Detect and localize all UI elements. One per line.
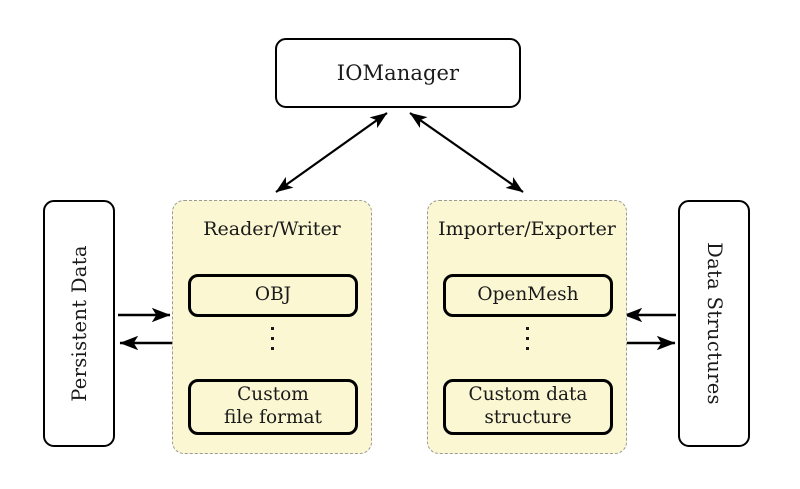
group-reader-writer[interactable]: Reader/Writer OBJ Custom file format (172, 200, 372, 454)
iomanager-node[interactable]: IOManager (275, 38, 521, 108)
item-custom-file-format-label: Custom file format (224, 384, 322, 429)
item-openmesh[interactable]: OpenMesh (443, 274, 613, 317)
ellipsis-dot (270, 327, 274, 330)
group-reader-writer-title: Reader/Writer (203, 218, 341, 240)
item-custom-data-structure[interactable]: Custom data structure (443, 379, 613, 435)
item-obj-label: OBJ (254, 284, 292, 306)
item-openmesh-label: OpenMesh (477, 284, 579, 306)
ellipsis-dot (525, 327, 529, 330)
ellipsis-reader-writer (173, 327, 371, 350)
ellipsis-dot (525, 337, 529, 340)
item-line-1: Custom data (468, 384, 588, 406)
group-importer-exporter[interactable]: Importer/Exporter OpenMesh Custom data s… (427, 200, 627, 454)
item-line-2: structure (484, 407, 572, 428)
item-custom-data-structure-label: Custom data structure (469, 384, 588, 429)
data-structures-node[interactable]: Data Structures (678, 200, 750, 447)
persistent-data-label: Persistent Data (67, 245, 91, 402)
item-line-2: file format (224, 407, 322, 428)
edge-manager-importer-exporter (409, 112, 524, 193)
ellipsis-dot (270, 347, 274, 350)
data-structures-label: Data Structures (702, 242, 726, 405)
persistent-data-node[interactable]: Persistent Data (43, 200, 115, 447)
item-line-1: Custom (237, 384, 309, 406)
item-obj[interactable]: OBJ (188, 274, 358, 317)
ellipsis-dot (525, 347, 529, 350)
ellipsis-importer-exporter (428, 327, 626, 350)
edge-manager-reader-writer (275, 112, 388, 193)
iomanager-label: IOManager (336, 61, 460, 85)
group-importer-exporter-title: Importer/Exporter (438, 218, 616, 240)
ellipsis-dot (270, 337, 274, 340)
item-custom-file-format[interactable]: Custom file format (188, 379, 358, 435)
